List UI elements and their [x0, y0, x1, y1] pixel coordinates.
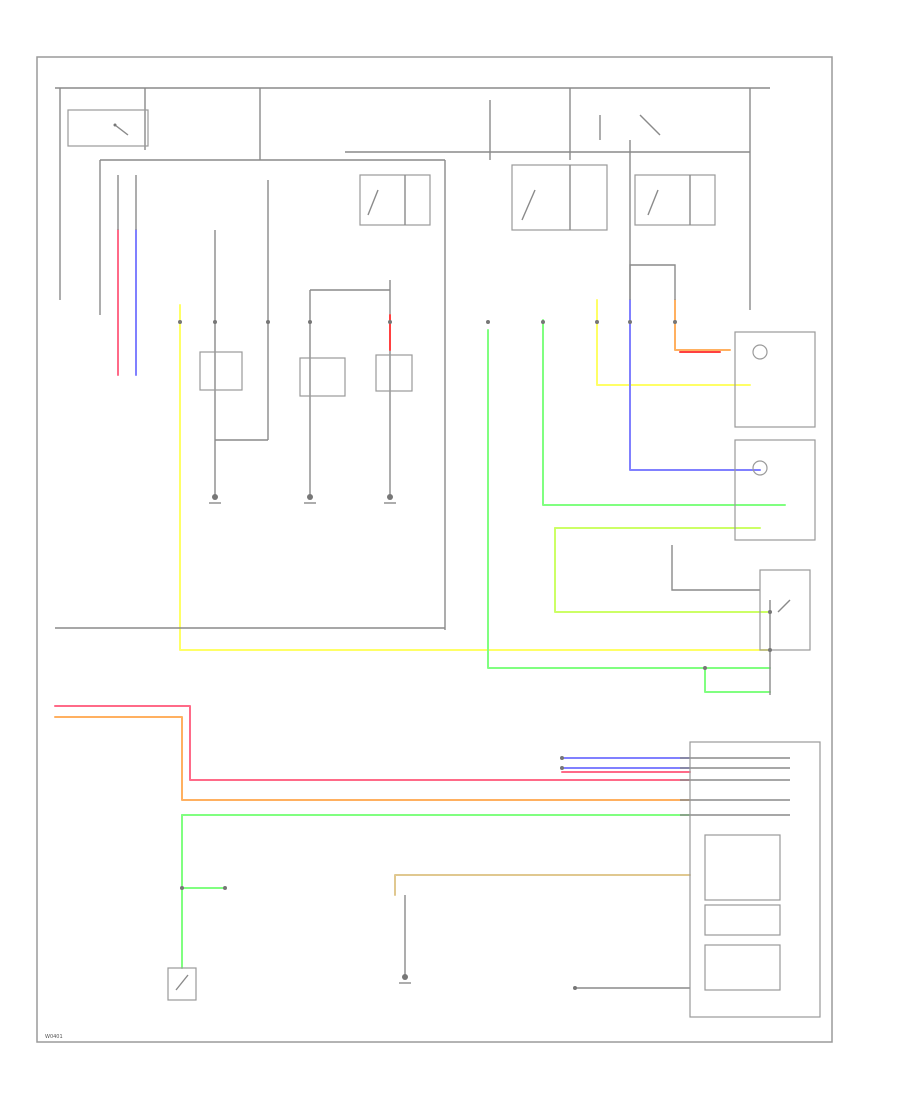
actuator-box: [734, 439, 816, 541]
wire-pink: [54, 705, 691, 781]
control-unit: [689, 741, 821, 1018]
wire-yellow: [596, 299, 751, 386]
wire-orange: [54, 716, 691, 801]
wire-orange: [674, 299, 731, 351]
ground-icon: [384, 494, 396, 504]
relay-box: [199, 351, 243, 391]
switch-box: [759, 569, 811, 651]
connector-dot-icon: [178, 320, 772, 990]
control-unit-block: [704, 834, 781, 901]
motor-icon: [752, 460, 768, 476]
wire-green: [704, 667, 771, 693]
ground-icon: [209, 494, 221, 504]
ground-icon: [399, 974, 411, 984]
control-unit-block: [704, 904, 781, 936]
wire-blue: [629, 299, 761, 471]
wire-tan: [394, 874, 691, 896]
wire-yellow: [179, 304, 771, 651]
relay-switch-icon: [511, 164, 608, 231]
power-bus: [55, 87, 770, 630]
wire-green: [542, 319, 786, 506]
diagram-frame: [36, 56, 833, 1043]
motor-icon: [752, 344, 768, 360]
relay-switch-icon: [599, 114, 661, 140]
ground-icon: [304, 494, 316, 504]
relay-switch-icon: [67, 109, 149, 147]
relay-box: [299, 357, 346, 397]
figure-code: W0401: [45, 1034, 63, 1040]
wire-green: [487, 329, 771, 669]
switch-box: [167, 967, 197, 1001]
actuator-box: [734, 331, 816, 428]
relay-switch-icon: [359, 174, 431, 226]
control-unit-block: [704, 944, 781, 991]
relay-box: [375, 354, 413, 392]
relay-switch-icon: [634, 174, 716, 226]
wire-light-green: [554, 527, 771, 613]
